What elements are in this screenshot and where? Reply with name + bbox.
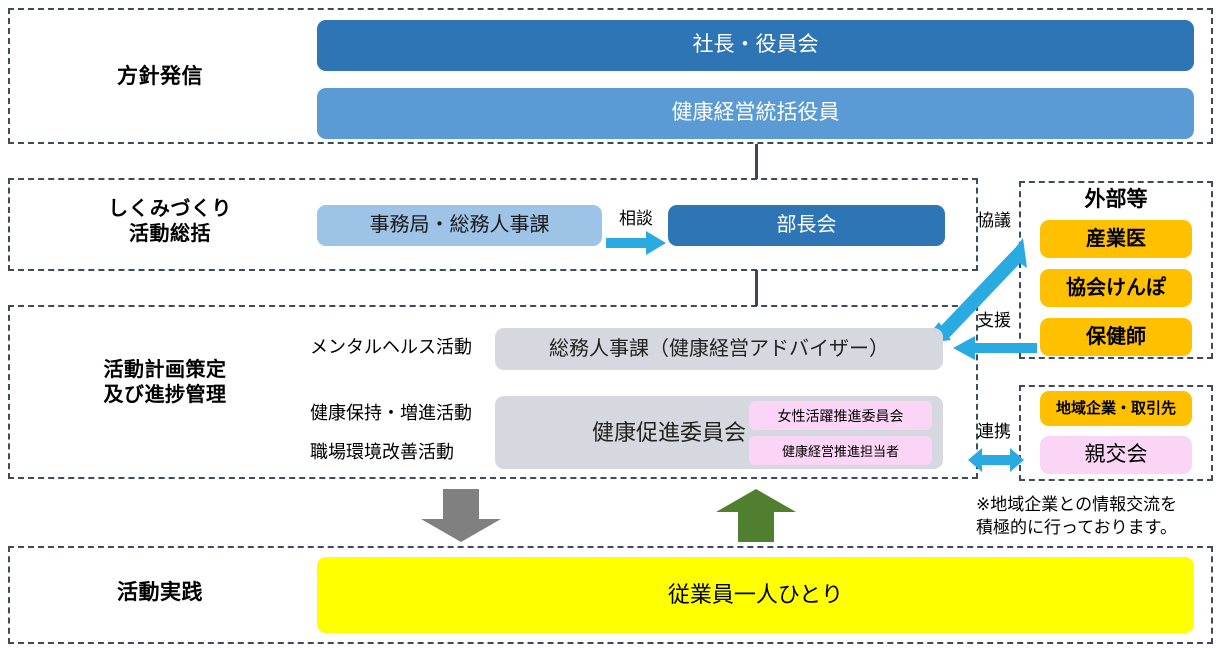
box-local-companies-label: 地域企業・取引先: [1055, 399, 1176, 417]
row-label-policy: 方針発信: [117, 65, 203, 88]
row-label-practice: 活動実践: [117, 581, 203, 604]
box-hr-advisor-label: 総務人事課（健康経営アドバイザー）: [549, 337, 889, 360]
box-health-mgmt-officer-label: 健康経営統括役員: [671, 101, 840, 125]
box-external-occupational-physician[interactable]: 産業医: [1040, 220, 1192, 258]
box-secretariat-label: 事務局・総務人事課: [369, 214, 550, 236]
row-label-system-building: しくみづくり 活動総括: [108, 198, 232, 245]
arrow-consult-right: [606, 231, 666, 255]
band-external: [1019, 181, 1213, 359]
footnote-local-exchange: ※地域企業との情報交流を 積極的に行っております。: [976, 495, 1178, 537]
label-workplace-improvement-activity: 職場環境改善活動: [310, 442, 454, 462]
box-external-kyokai-kenpo[interactable]: 協会けんぽ: [1040, 269, 1192, 307]
box-womens-advancement-committee-label: 女性活躍推進委員会: [777, 407, 904, 424]
label-cooperate: 連携: [977, 422, 1011, 441]
box-womens-advancement-committee[interactable]: 女性活躍推進委員会: [749, 401, 932, 430]
box-shinkoukai-label: 親交会: [1084, 442, 1148, 466]
box-employees[interactable]: 従業員一人ひとり: [317, 557, 1194, 633]
band-planning: [8, 305, 978, 479]
box-managers-meeting-label: 部長会: [776, 214, 837, 236]
box-shinkoukai[interactable]: 親交会: [1040, 436, 1192, 474]
band-policy: [8, 8, 1213, 144]
arrow-down-to-practice: [421, 489, 501, 542]
box-health-mgmt-promoter[interactable]: 健康経営推進担当者: [749, 436, 932, 465]
label-consult-external: 協議: [977, 211, 1011, 230]
box-promotion-committee-label: 健康促進委員会: [591, 419, 746, 445]
arrow-cooperate-double: [968, 448, 1024, 472]
box-hr-advisor[interactable]: 総務人事課（健康経営アドバイザー）: [495, 328, 943, 370]
box-president-board[interactable]: 社長・役員会: [317, 20, 1194, 71]
external-heading: 外部等: [1084, 188, 1148, 211]
box-external-kyokai-kenpo-label: 協会けんぽ: [1066, 276, 1166, 299]
label-consult-arrow: 相談: [619, 209, 653, 228]
box-employees-label: 従業員一人ひとり: [667, 582, 844, 608]
label-health-maintenance-activity: 健康保持・増進活動: [310, 403, 472, 423]
box-managers-meeting[interactable]: 部長会: [668, 205, 945, 246]
band-system: [8, 178, 978, 271]
box-health-mgmt-promoter-label: 健康経営推進担当者: [781, 444, 899, 459]
box-external-public-health-nurse[interactable]: 保健師: [1040, 318, 1192, 356]
box-president-board-label: 社長・役員会: [692, 33, 819, 57]
label-support: 支援: [977, 311, 1011, 330]
band-partners: [1019, 385, 1213, 481]
connector-policy-to-system: [755, 144, 758, 179]
label-mental-health-activity: メンタルヘルス活動: [310, 337, 472, 357]
box-secretariat[interactable]: 事務局・総務人事課: [317, 205, 602, 246]
connector-system-to-planning: [755, 270, 758, 306]
arrow-up-from-practice: [716, 489, 796, 542]
box-external-public-health-nurse-label: 保健師: [1086, 325, 1146, 348]
box-health-mgmt-officer[interactable]: 健康経営統括役員: [317, 88, 1194, 139]
row-label-planning: 活動計画策定 及び進捗管理: [103, 359, 227, 406]
band-practice: [8, 546, 1213, 644]
box-local-companies[interactable]: 地域企業・取引先: [1040, 391, 1192, 426]
arrow-support-left: [953, 336, 1037, 360]
box-external-occupational-physician-label: 産業医: [1086, 227, 1146, 250]
